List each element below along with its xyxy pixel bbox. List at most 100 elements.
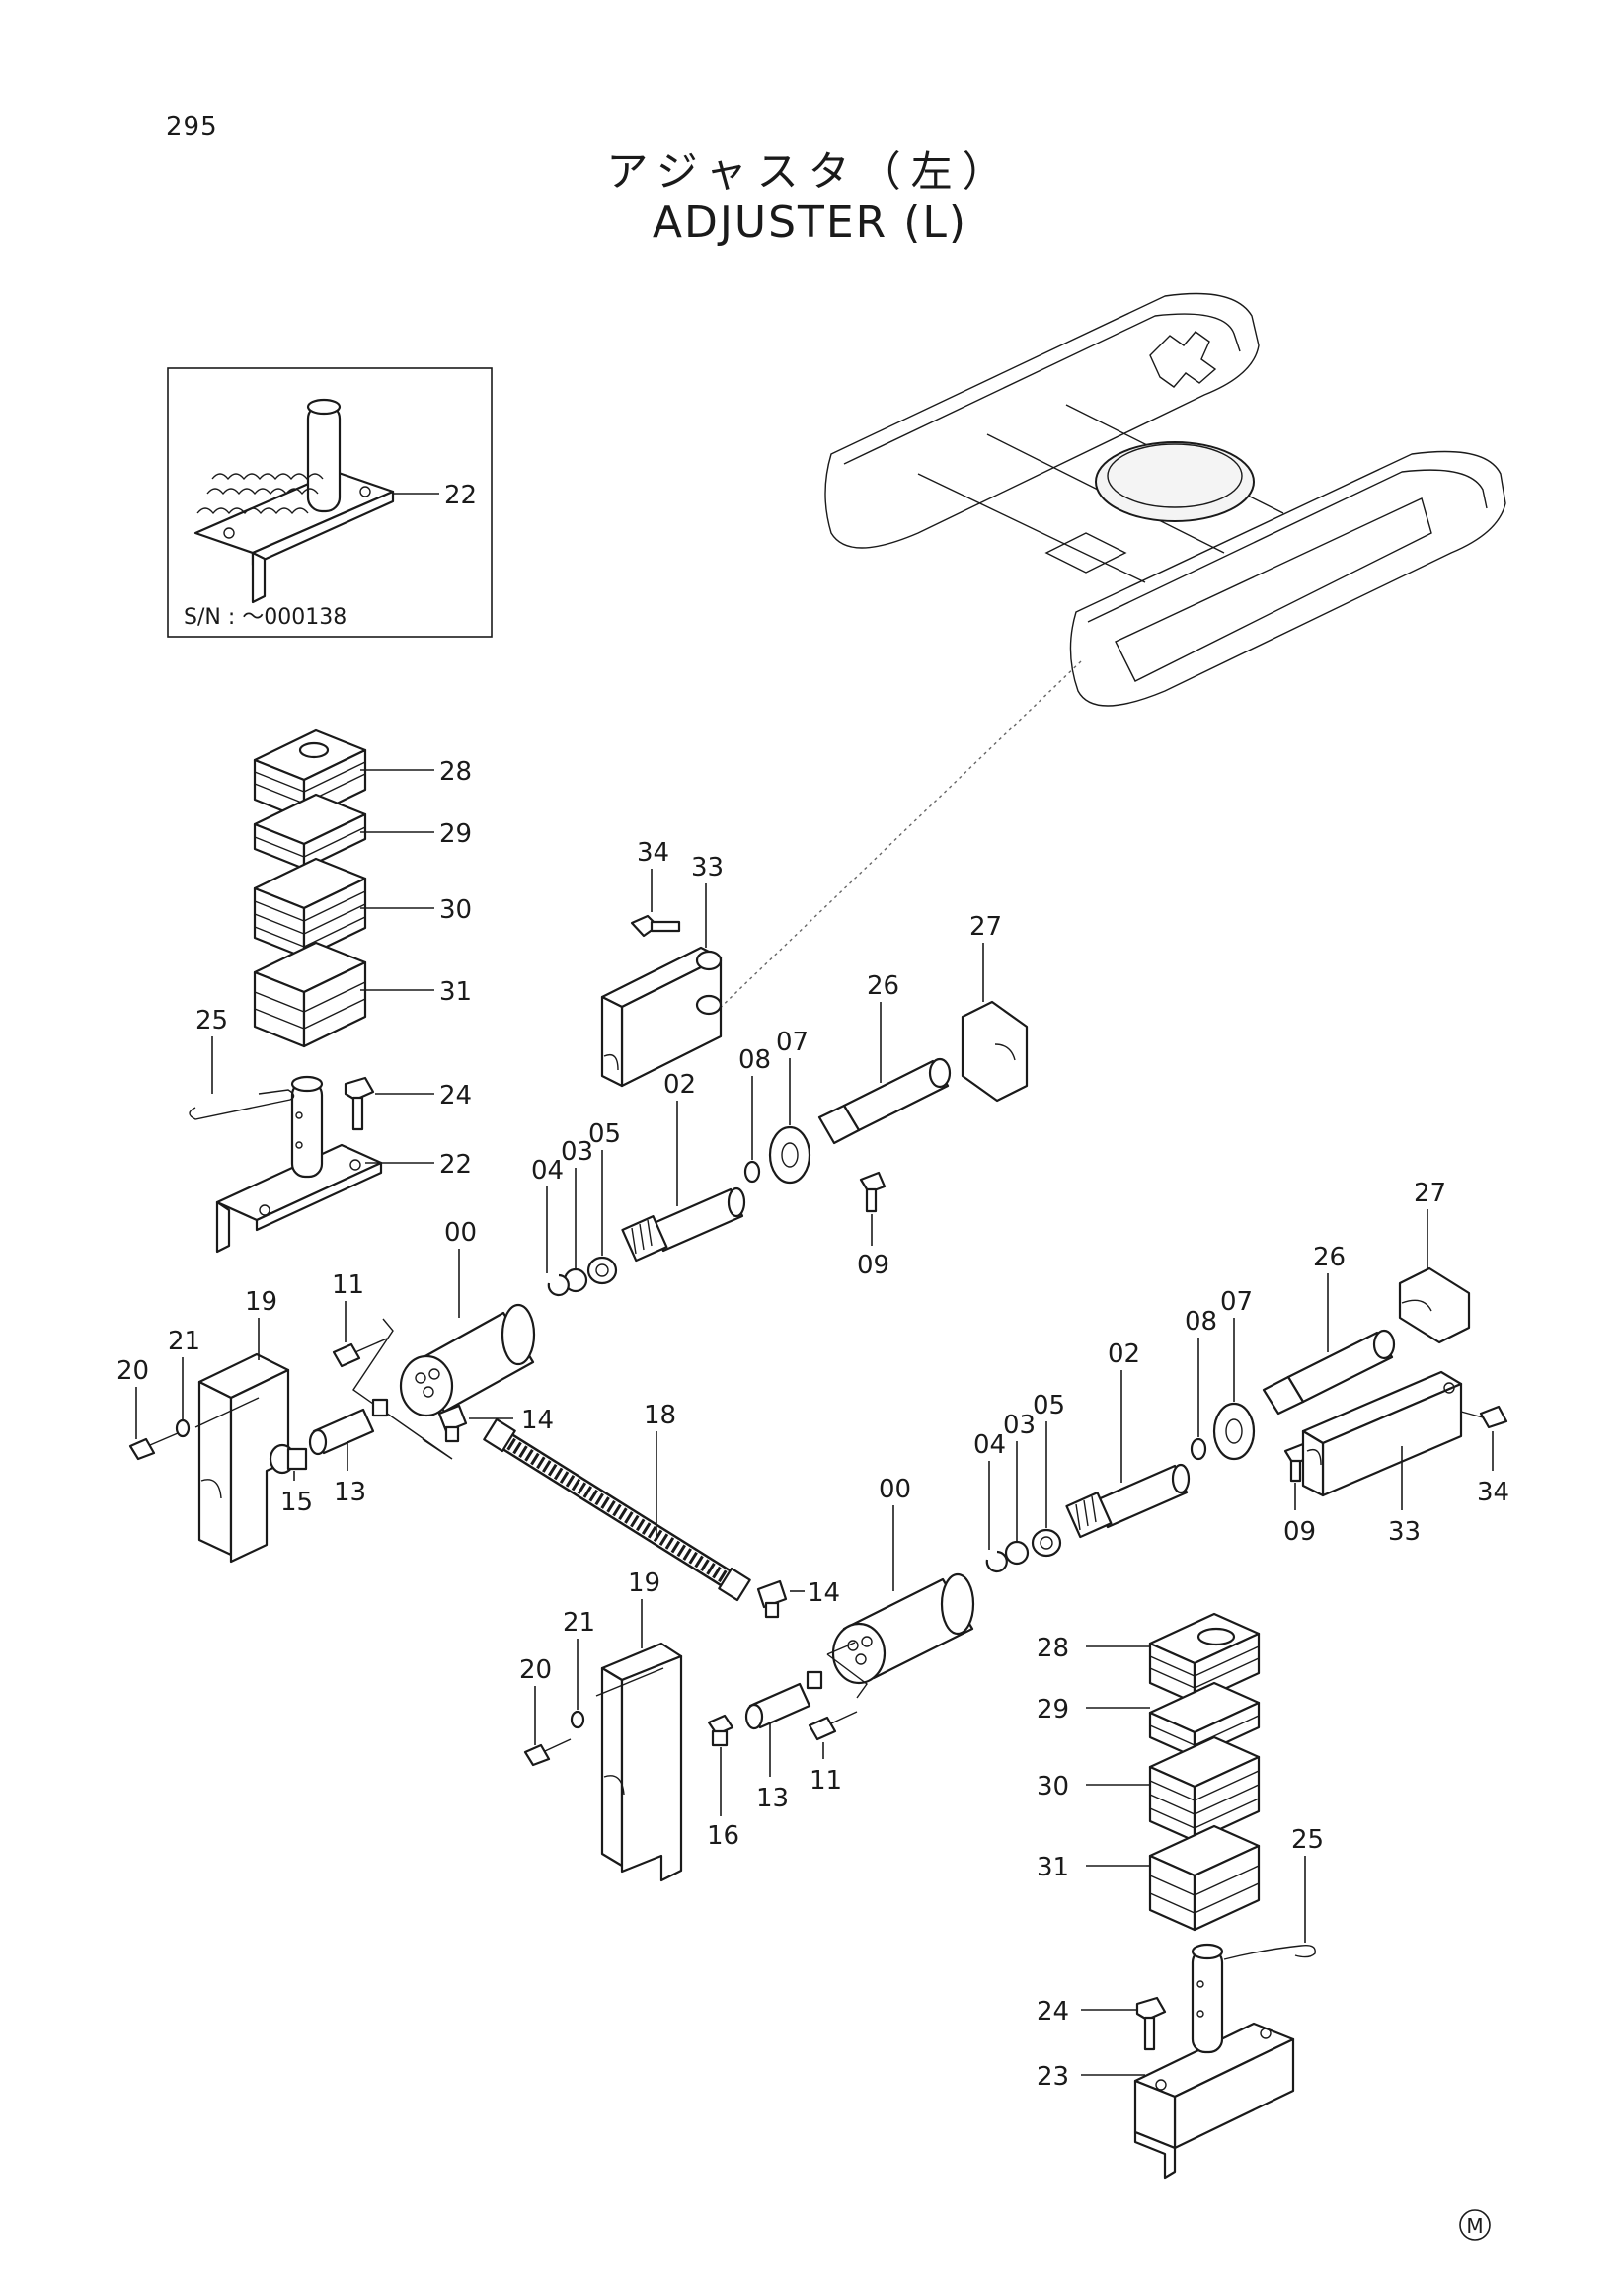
callout-08-upper: 08 [738, 1045, 771, 1075]
bolt-34-upper [630, 914, 681, 938]
shim-31 [253, 941, 367, 1048]
shim-30 [253, 857, 367, 959]
ring-05-lower [1031, 1528, 1062, 1558]
callout-11-upper: 11 [332, 1270, 364, 1300]
piston-02-lower [1065, 1463, 1191, 1539]
callout-00-lower: 00 [879, 1475, 911, 1504]
bolt-34-lower [1460, 1405, 1508, 1429]
callout-07-lower: 07 [1220, 1287, 1253, 1317]
bolt-24-upper [344, 1076, 375, 1131]
shim-27-upper [961, 1000, 1029, 1103]
flange-07-upper [768, 1125, 811, 1185]
piston-02-upper [621, 1186, 746, 1263]
callout-30-upper: 30 [439, 895, 472, 925]
callout-16: 16 [707, 1821, 739, 1851]
pin-bracket-upper: 24 22 25 [189, 1006, 472, 1254]
callout-27-lower: 27 [1414, 1179, 1446, 1208]
shim-31-lower [1148, 1824, 1261, 1932]
callout-19-lower: 19 [628, 1569, 660, 1598]
callout-21-lower: 21 [563, 1608, 595, 1638]
callout-31-upper: 31 [439, 977, 472, 1007]
ring-05-upper [586, 1256, 618, 1285]
callout-00-upper: 00 [444, 1218, 477, 1248]
rod-26-upper [817, 1057, 952, 1145]
callout-02-lower: 02 [1108, 1339, 1140, 1369]
hose-18 [483, 1417, 751, 1602]
callout-13-lower: 13 [756, 1784, 789, 1813]
callout-13-left: 13 [334, 1478, 366, 1507]
ring-04-lower [985, 1550, 1008, 1573]
ring-03-lower [1004, 1540, 1030, 1566]
bracket-33-lower [1301, 1370, 1508, 1497]
callout-26-upper: 26 [867, 971, 899, 1001]
bracket-19-left [194, 1352, 290, 1564]
bolt-09-upper [859, 1171, 887, 1213]
title-japanese: アジャスタ（左） [606, 147, 1014, 195]
cylinder-assembly-upper: 27 26 07 08 02 05 03 04 [399, 912, 1029, 1417]
fitting-13-left [308, 1398, 389, 1456]
rod-26-lower [1262, 1329, 1396, 1416]
callout-09-lower: 09 [1283, 1517, 1316, 1547]
inset-serial-number: S/N : ～000138 [184, 605, 347, 630]
inset-box: 22 S/N : ～000138 [167, 367, 493, 638]
callout-20-lower: 20 [519, 1655, 552, 1685]
callout-24-lower: 24 [1037, 1997, 1069, 2027]
callout-29-upper: 29 [439, 819, 472, 849]
callout-24-upper: 24 [439, 1081, 472, 1110]
elbow-14-lower [756, 1579, 788, 1619]
bolt-20-left [128, 1432, 179, 1461]
washer-21-left [175, 1418, 191, 1438]
bolt-11-lower [808, 1711, 858, 1741]
mark-letter: M [1466, 2214, 1483, 2238]
shim-stack-lower: 28 29 30 31 [1037, 1612, 1261, 1932]
shim-27-lower [1398, 1266, 1471, 1344]
bracket-19-lower [595, 1642, 683, 1882]
callout-05-lower: 05 [1033, 1391, 1065, 1420]
elbow-14-left [437, 1404, 468, 1443]
shim-30-lower [1148, 1735, 1261, 1843]
undercarriage-outline [824, 292, 1506, 707]
callout-25-upper: 25 [195, 1006, 228, 1035]
callout-29-lower: 29 [1037, 1695, 1069, 1724]
callout-14-lower: 14 [808, 1578, 840, 1608]
callout-18: 18 [644, 1401, 676, 1430]
bolt-24-lower [1135, 1996, 1167, 2051]
plug-15-left [269, 1443, 308, 1475]
shim-29 [253, 793, 367, 871]
title-english: ADJUSTER (L) [652, 197, 968, 248]
page-number: 295 [166, 113, 218, 142]
fitting-13-lower [744, 1670, 823, 1730]
callout-09-upper: 09 [857, 1251, 889, 1280]
callout-33-lower: 33 [1388, 1517, 1421, 1547]
callout-03-upper: 03 [561, 1137, 593, 1167]
callout-23-lower: 23 [1037, 2062, 1069, 2092]
callout-20-left: 20 [116, 1356, 149, 1386]
callout-28-upper: 28 [439, 757, 472, 787]
pin-bracket-lower: 24 23 25 [1037, 1825, 1324, 2180]
washer-21-lower [570, 1710, 585, 1729]
callout-07-upper: 07 [776, 1028, 809, 1057]
callout-22-upper: 22 [439, 1150, 472, 1180]
callout-04-lower: 04 [973, 1430, 1006, 1460]
callout-25-lower: 25 [1291, 1825, 1324, 1855]
callout-34-upper: 34 [637, 838, 669, 868]
flange-07-lower [1212, 1402, 1256, 1461]
callout-05-upper: 05 [588, 1119, 621, 1149]
callout-28-lower: 28 [1037, 1634, 1069, 1663]
cylinder-00-lower [831, 1572, 975, 1685]
callout-03-lower: 03 [1003, 1411, 1036, 1440]
bolt-20-lower [523, 1738, 572, 1767]
circled-m-mark: M [1459, 2209, 1491, 2241]
inset-bracket-drawing [193, 398, 395, 604]
callout-11-lower: 11 [810, 1766, 842, 1796]
callout-04-upper: 04 [531, 1156, 564, 1186]
callout-26-lower: 26 [1313, 1243, 1346, 1272]
callout-08-lower: 08 [1185, 1307, 1217, 1337]
oring-08-upper [743, 1160, 761, 1184]
callout-19-left: 19 [245, 1287, 277, 1317]
inset-callout-22: 22 [444, 481, 477, 510]
callout-15-left: 15 [280, 1488, 313, 1517]
callout-14-left: 14 [521, 1406, 554, 1435]
cylinder-assembly-lower: 27 26 07 08 02 05 03 04 [831, 1179, 1471, 1685]
